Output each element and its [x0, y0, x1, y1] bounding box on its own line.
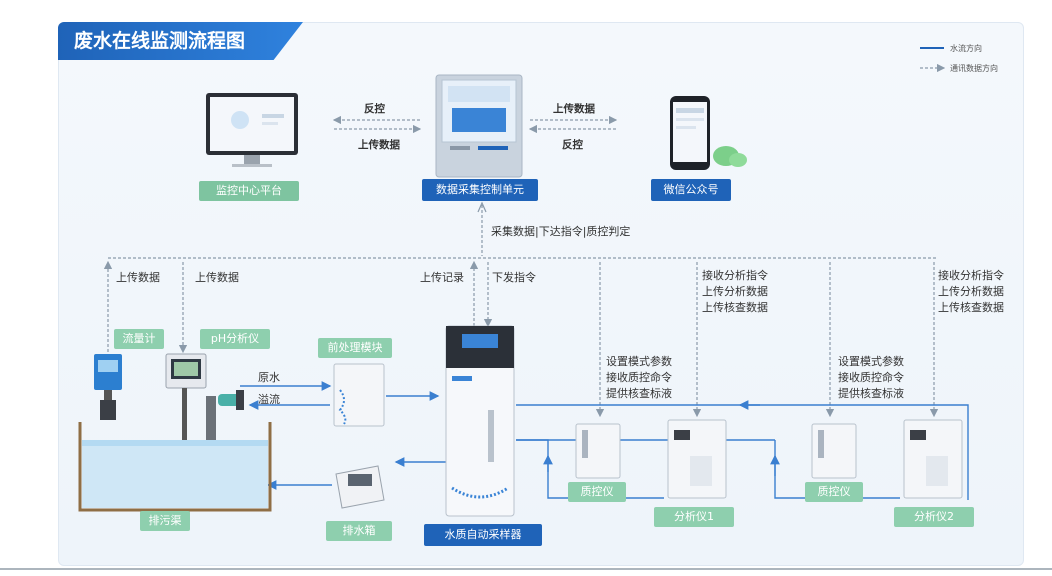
- legend-data-label: 通讯数据方向: [950, 64, 998, 73]
- pretreat-icon: [333, 363, 385, 427]
- ph-meter-icon: [165, 353, 216, 446]
- qc1-icon: [575, 423, 621, 479]
- an-cmds-2: 接收分析指令上传分析数据上传核查数据: [938, 269, 1004, 314]
- phone-icon: [670, 96, 747, 170]
- bottom-border: [0, 568, 1052, 570]
- label-collect: 采集数据|下达指令|质控判定: [491, 225, 631, 238]
- qc-cmds-1: 设置模式参数接收质控命令提供核查标液: [606, 355, 672, 400]
- node-sampler: 水质自动采样器: [424, 524, 542, 546]
- sampler-icon: [445, 325, 515, 517]
- an-cmds-1: 接收分析指令上传分析数据上传核查数据: [702, 269, 768, 314]
- label-raw-water: 原水: [258, 371, 280, 384]
- pump-icon: [218, 390, 244, 410]
- analyzer1-icon: [667, 419, 727, 499]
- node-drain-channel: 排污渠: [140, 511, 190, 531]
- node-data-unit: 数据采集控制单元: [422, 179, 538, 201]
- diagram-title: 废水在线监测流程图: [58, 22, 303, 60]
- drain-channel-icon: [78, 422, 272, 512]
- data-unit-icon: [435, 74, 523, 178]
- label-upload-flow: 上传数据: [116, 271, 160, 284]
- label-upload-ph: 上传数据: [195, 271, 239, 284]
- label-upload-left: 上传数据: [358, 139, 400, 151]
- legend-water-label: 水流方向: [950, 44, 982, 53]
- node-wechat: 微信公众号: [651, 179, 731, 201]
- node-analyzer2: 分析仪2: [894, 507, 974, 527]
- node-flowmeter: 流量计: [114, 329, 164, 349]
- label-control-right: 反控: [562, 139, 583, 151]
- drain-box-icon: [335, 465, 385, 509]
- label-control-left: 反控: [364, 103, 385, 115]
- node-qc2: 质控仪: [805, 482, 863, 502]
- monitor-icon: [206, 93, 298, 167]
- node-drain-box: 排水箱: [326, 521, 392, 541]
- qc-cmds-2: 设置模式参数接收质控命令提供核查标液: [838, 355, 904, 400]
- node-monitor-platform: 监控中心平台: [199, 181, 299, 201]
- node-ph-meter: pH分析仪: [200, 329, 270, 349]
- label-upload-right: 上传数据: [553, 103, 595, 115]
- node-qc1: 质控仪: [568, 482, 626, 502]
- node-analyzer1: 分析仪1: [654, 507, 734, 527]
- qc2-icon: [811, 423, 857, 479]
- flowmeter-icon: [94, 354, 122, 420]
- label-issue-cmd: 下发指令: [492, 271, 536, 284]
- label-upload-record: 上传记录: [420, 271, 464, 284]
- analyzer2-icon: [903, 419, 963, 499]
- node-pretreat: 前处理模块: [318, 338, 392, 358]
- label-overflow: 溢流: [258, 393, 280, 406]
